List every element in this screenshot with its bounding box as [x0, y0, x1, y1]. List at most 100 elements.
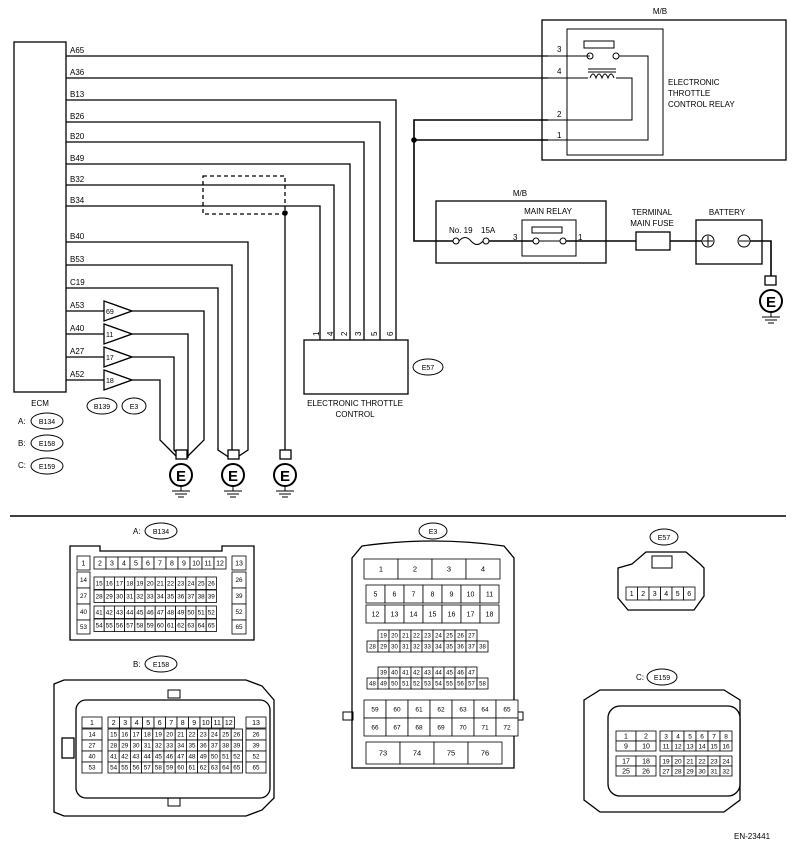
- pin-number: 51: [402, 682, 409, 688]
- pin-cell: [245, 716, 267, 729]
- pin-number: 6: [158, 720, 162, 727]
- pin-number: 19: [155, 732, 163, 739]
- pin-number: 32: [136, 593, 144, 600]
- pin-cell: [479, 604, 500, 624]
- ecm-pin-label: B34: [70, 196, 85, 205]
- pin-number: 11: [486, 591, 493, 598]
- pin-number: 16: [448, 611, 456, 618]
- pin-number: 54: [110, 765, 118, 772]
- relay-internal-wire: [548, 77, 633, 121]
- pin-number: 13: [391, 611, 399, 618]
- pin-number: 34: [157, 593, 165, 600]
- relay-contact-bar: [583, 40, 615, 49]
- pin-number: 26: [233, 732, 241, 739]
- pin-number: 74: [413, 749, 421, 758]
- pin-cell: [719, 740, 733, 752]
- document-id: EN-23441: [734, 832, 771, 841]
- pin-number: 5: [134, 560, 138, 567]
- ground-letter: E: [176, 468, 186, 485]
- ecm-label: ECM: [31, 399, 49, 408]
- pin-number: 1: [379, 565, 383, 574]
- pin-number: 13: [686, 743, 694, 750]
- pin-number: 45: [155, 754, 163, 761]
- ecm-pin-label: B53: [70, 255, 85, 264]
- pin-number: 19: [662, 758, 670, 765]
- pin-number: 11: [204, 560, 211, 567]
- pin-number: 37: [468, 645, 475, 651]
- pin-number: 26: [642, 768, 650, 775]
- pin-number: 8: [431, 591, 435, 598]
- pin-number: 54: [96, 622, 104, 629]
- pin-number: 7: [412, 591, 416, 598]
- pin-number: 29: [686, 768, 694, 775]
- throttle-control-box: [303, 339, 409, 395]
- pin-number: 45: [136, 609, 144, 616]
- pin-number: 22: [167, 580, 175, 587]
- wire-a27-out: [132, 356, 183, 459]
- ecm-pin-labels: A65 A36 B13 B26 B20 B49 B32 B34 B40 B53 …: [70, 46, 85, 379]
- pin-number: 21: [177, 732, 185, 739]
- pin-number: 7: [712, 733, 716, 740]
- pin-number: 6: [700, 733, 704, 740]
- pin-number: 32: [155, 743, 163, 750]
- pin-number: 17: [467, 611, 475, 618]
- pin-number: 45: [446, 671, 453, 677]
- pin-number: 6: [146, 560, 150, 567]
- pin-number: 3: [664, 733, 668, 740]
- pin-number: 11: [663, 743, 670, 750]
- pin-number: 61: [167, 622, 175, 629]
- ground-symbol: E: [169, 449, 193, 498]
- pin-number: 43: [132, 754, 140, 761]
- pin-number: 35: [446, 645, 453, 651]
- pin-cell: [230, 761, 243, 774]
- pin-number: 39: [233, 743, 241, 750]
- pin-number: 18: [144, 732, 152, 739]
- wire-a40-out: [132, 333, 189, 458]
- pin-number: 18: [486, 611, 494, 618]
- ground-letter: E: [280, 468, 290, 485]
- pin-number: 4: [676, 733, 680, 740]
- pin-number: 3: [447, 565, 451, 574]
- pin-number: 43: [424, 671, 431, 677]
- connector-code-oval: [649, 528, 679, 546]
- pin-cell: [76, 619, 91, 635]
- pin-number: 28: [110, 743, 118, 750]
- pin-cell: [205, 605, 217, 619]
- pin-cell: [635, 740, 657, 752]
- relay-pin-number: 3: [557, 45, 562, 54]
- pin-number: 33: [424, 645, 431, 651]
- pin-number: 62: [177, 622, 185, 629]
- pin-number: 48: [188, 754, 196, 761]
- pin-number: 38: [198, 593, 206, 600]
- pin-number: 70: [459, 724, 467, 731]
- pin-number: 14: [698, 743, 706, 750]
- pin-number: 53: [80, 624, 88, 631]
- pin-number: 21: [402, 634, 409, 640]
- throttle-connector-code: E57: [422, 365, 435, 372]
- pin-number: 25: [222, 732, 230, 739]
- main-relay-name: MAIN RELAY: [524, 207, 573, 216]
- pin-number: 4: [122, 560, 126, 567]
- pin-number: 67: [393, 724, 401, 731]
- pin-number: 12: [674, 743, 682, 750]
- pin-number: 20: [674, 758, 682, 765]
- pin-number: 27: [662, 768, 670, 775]
- pin-number: 22: [698, 758, 706, 765]
- pin-number: 25: [622, 768, 630, 775]
- throttle-pin-number: 6: [386, 331, 395, 336]
- pin-number: 65: [233, 765, 241, 772]
- pin-number: 66: [371, 724, 379, 731]
- pin-number: 61: [415, 706, 423, 713]
- ecm-pin-label: A27: [70, 347, 85, 356]
- pin-number: 32: [722, 768, 730, 775]
- pin-number: 1: [624, 733, 628, 740]
- pin-number: 19: [380, 634, 387, 640]
- ecm-box: [13, 41, 67, 393]
- pin-number: 25: [198, 580, 206, 587]
- pin-number: 33: [166, 743, 174, 750]
- pin-number: 58: [136, 622, 144, 629]
- pin-number: 53: [88, 765, 96, 772]
- connector-e158-latch: [167, 689, 181, 699]
- pin-cell: [476, 640, 489, 653]
